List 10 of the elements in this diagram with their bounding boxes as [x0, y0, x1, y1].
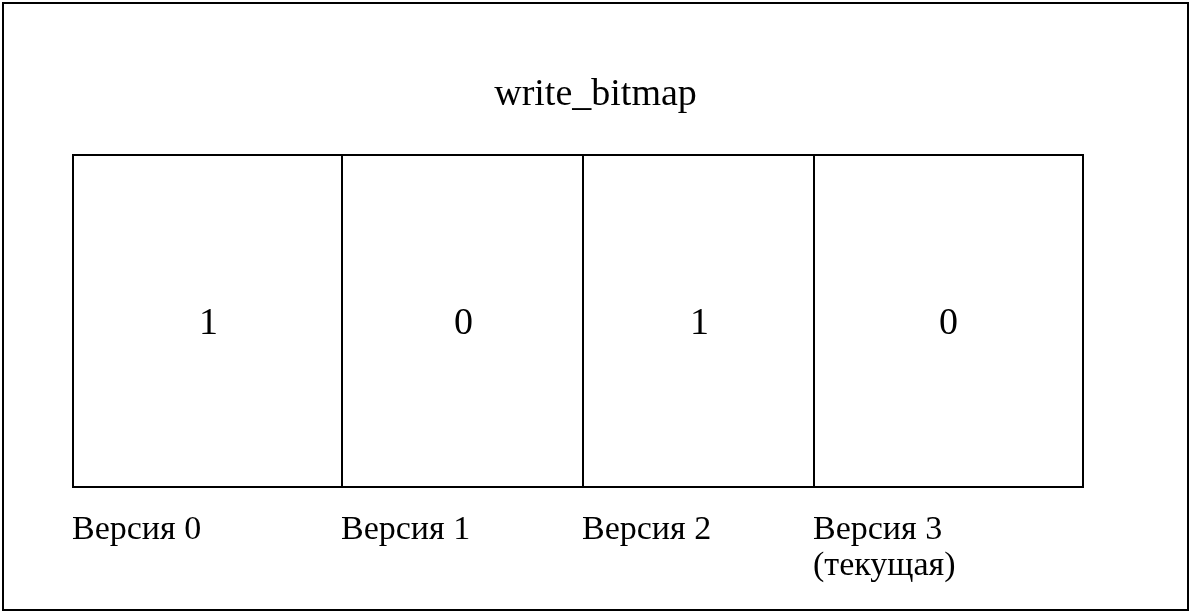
bit-value: 0 — [938, 299, 959, 343]
frame-label: write_bitmap — [493, 70, 698, 114]
version-label: Версия 2 — [582, 510, 713, 546]
bit-cell — [813, 154, 1084, 488]
version-label: Версия 1 — [341, 510, 472, 546]
bit-value: 1 — [689, 299, 710, 343]
version-label: Версия 0 — [72, 510, 203, 546]
bit-value: 0 — [453, 299, 474, 343]
bit-value: 1 — [198, 299, 219, 343]
version-label: Версия 3 (текущая) — [813, 510, 957, 582]
